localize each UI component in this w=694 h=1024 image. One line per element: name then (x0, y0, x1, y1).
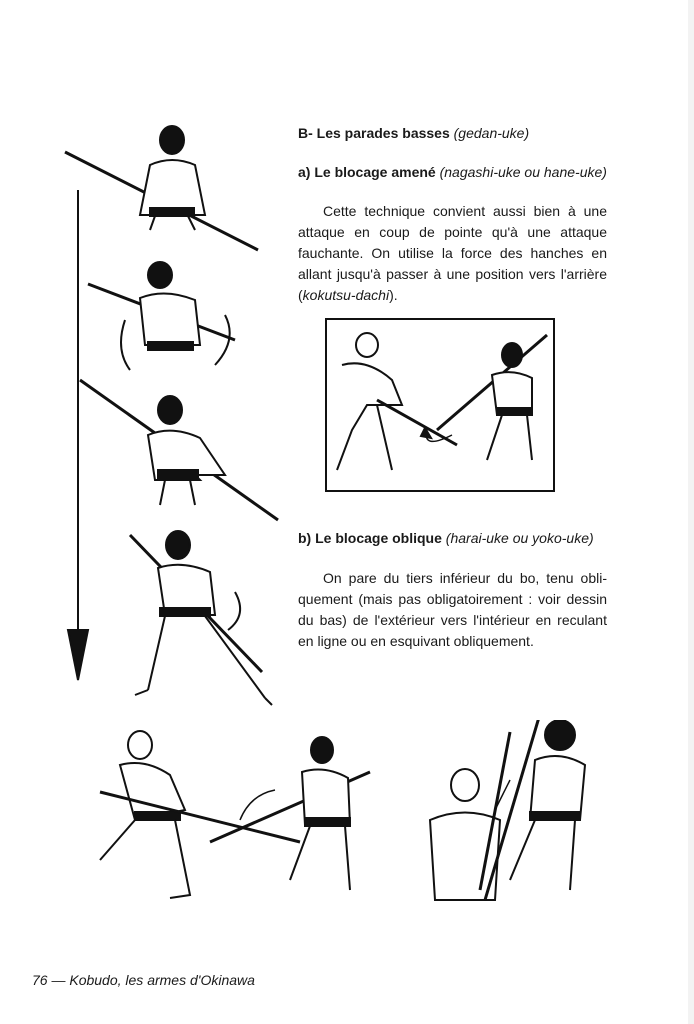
footer-separator: — (51, 972, 66, 988)
paren-close: ). (389, 287, 398, 303)
part-b-terms: (harai-uke ou yoko-uke) (445, 530, 594, 546)
part-a-line: Cette technique convient aussi bien à un… (323, 203, 607, 219)
page-footer: 76 — Kobudo, les armes d'Okinawa (32, 972, 255, 988)
part-b-line: On pare du tiers inférieur du bo, tenu o… (323, 570, 607, 586)
section-heading: B- Les parades basses (gedan-uke) (298, 123, 529, 144)
sequence-arrow-head (66, 629, 90, 681)
part-a-title: a) Le blocage amené (nagashi-uke ou hane… (298, 162, 607, 183)
paren-open: ( (298, 287, 303, 303)
part-b-line: en ligne ou en esquivant obliquement. (298, 633, 534, 649)
part-b-title: b) Le blocage oblique (harai-uke ou yoko… (298, 528, 594, 549)
bottom-illustrations (99, 720, 587, 901)
page-number: 76 (32, 972, 48, 988)
part-a-line-last: (kokutsu-dachi). (298, 285, 607, 306)
part-a-terms: (nagashi-uke ou hane-uke) (439, 164, 607, 180)
part-a-term-kokutsu: kokutsu-dachi (302, 287, 390, 303)
part-b-title-text: b) Le blocage oblique (298, 530, 442, 546)
sequence-illustration (64, 125, 279, 706)
section-heading-term: (gedan-uke) (453, 125, 530, 141)
book-title: Kobudo, les armes d'Okinawa (69, 972, 255, 988)
part-a-line: attaque en coup de pointe qu'à une attaq… (298, 224, 607, 240)
part-a-line: fauchante. On utilise la force des hanch… (298, 245, 607, 261)
part-a-line: allant jusqu'à passer à une position ver… (298, 266, 607, 282)
part-b-line: du bas) de l'extérieur vers l'intérieur … (298, 612, 607, 628)
framed-illustration (325, 318, 555, 492)
part-a-title-text: a) Le blocage amené (298, 164, 436, 180)
part-b-line: quement (mais pas obligatoirement : voir… (298, 591, 607, 607)
page-edge (688, 0, 694, 1024)
section-heading-text: B- Les parades basses (298, 125, 450, 141)
two-fighters-drawing (336, 332, 548, 471)
